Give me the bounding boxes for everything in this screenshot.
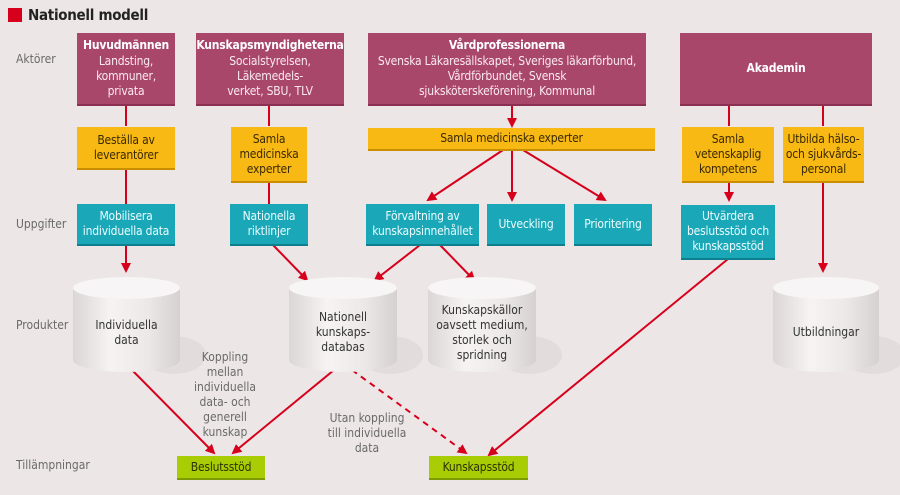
role-line: Samla (711, 131, 745, 146)
task-forvaltning: Förvaltning av kunskapsinnehållet (366, 204, 479, 246)
product-individuella-data: Individuella data (73, 277, 206, 374)
role-line: Utbilda hälso- (787, 131, 860, 146)
actor-head: Vårdprofessionerna (448, 38, 566, 52)
actor-huvudmannen: Huvudmännen Landsting, kommuner, privata (77, 33, 175, 106)
note-utan-koppling: Utan koppling till individuella data (327, 411, 407, 455)
arrow-role3-task3 (426, 149, 504, 202)
role-line: kompetens (699, 161, 757, 176)
application-beslutsstod: Beslutsstöd (177, 456, 265, 480)
row-label-actors: Aktörer (16, 52, 56, 66)
role-line: Samla medicinska experter (440, 131, 583, 145)
actor-line: kommuner, (96, 69, 156, 83)
diagram-title: Nationell modell (8, 5, 148, 25)
role-line: medicinska (239, 146, 299, 161)
product-utbildningar: Utbildningar (773, 277, 900, 374)
actor-kunskapsmyndigheterna: Kunskapsmyndigheterna Socialstyrelsen, L… (196, 33, 344, 106)
task-line: Utvärdera (701, 209, 755, 223)
task-utvardera: Utvärdera beslutsstöd och kunskapsstöd (681, 205, 775, 260)
role-line: personal (800, 161, 847, 176)
role-samla-vetenskaplig-kompetens: Samla vetenskaplig kompetens (682, 127, 774, 183)
arrow-task6-app2 (487, 258, 729, 457)
role-line: Beställa av (97, 132, 155, 147)
title-text: Nationell modell (28, 6, 149, 24)
task-line: Mobilisera (99, 209, 153, 223)
note-koppling: Koppling mellan individuella data- och g… (193, 350, 257, 439)
arrow-product1-app1 (131, 369, 216, 455)
actor-line: Svenska Läkaresällskapet, Sveriges läkar… (377, 54, 637, 68)
task-line: kunskapsinnehållet (372, 224, 473, 238)
task-line: Nationella (242, 209, 296, 223)
task-line: Utveckling (498, 216, 554, 231)
actor-line: Landsting, (98, 54, 154, 68)
actor-head: Huvudmännen (83, 38, 169, 52)
role-utbilda-personal: Utbilda hälso- och sjukvårds- personal (783, 127, 864, 183)
task-utveckling: Utveckling (487, 204, 565, 246)
role-line: vetenskaplig (694, 146, 762, 161)
arrow-role3-task5 (522, 149, 607, 202)
row-label-tasks: Uppgifter (16, 217, 67, 231)
arrow-task3-product2 (373, 244, 421, 282)
product-kunskapskallor: Kunskapskällor oavsett medium, storlek o… (428, 277, 562, 374)
row-label-products: Produkter (16, 318, 69, 332)
task-line: individuella data (82, 224, 170, 238)
role-line: leverantörer (93, 147, 159, 162)
actor-head: Kunskapsmyndigheterna (196, 38, 344, 52)
task-mobilisera-data: Mobilisera individuella data (77, 204, 175, 246)
actor-head: Akademin (746, 60, 806, 75)
product-label: Kunskapskällor oavsett medium, storlek o… (436, 302, 528, 362)
arrow-product2-app2-dashed (351, 369, 468, 455)
role-line: experter (246, 161, 292, 176)
product-nationell-kunskapsdatabas: Nationell kunskaps- databas (289, 277, 423, 374)
role-samla-medicinska-experter-2: Samla medicinska experter (368, 128, 655, 151)
arrow-product2-app1 (231, 369, 335, 455)
product-label: Utbildningar (792, 325, 860, 339)
actor-line: Läkemedels- (236, 69, 304, 83)
title-marker-icon (8, 8, 22, 22)
product-label: Nationell kunskaps- databas (315, 310, 371, 354)
task-prioritering: Prioritering (574, 204, 652, 246)
task-line: beslutsstöd och (687, 224, 769, 238)
actor-line: verket, SBU, TLV (227, 84, 313, 98)
arrow-task3-product3 (439, 244, 476, 282)
arrow-task2-product2 (272, 244, 309, 282)
product-label: Individuella data (95, 317, 158, 347)
actor-line: privata (107, 84, 145, 98)
actor-akademin: Akademin (680, 33, 872, 106)
application-kunskapsstod: Kunskapsstöd (429, 456, 528, 480)
actor-line: Vårdförbundet, Svensk (447, 69, 567, 83)
task-line: Prioritering (584, 216, 642, 231)
task-nationella-riktlinjer: Nationella riktlinjer (230, 204, 308, 246)
actor-line: sjuksköterskeförening, Kommunal (418, 84, 595, 98)
task-line: riktlinjer (247, 224, 291, 238)
task-line: Förvaltning av (385, 209, 460, 223)
task-line: kunskapsstöd (692, 239, 764, 253)
actor-vardprofessionerna: Vårdprofessionerna Svenska Läkaresällska… (368, 33, 646, 106)
role-line: och sjukvårds- (785, 146, 862, 161)
actor-line: Socialstyrelsen, (229, 54, 311, 68)
role-line: Samla (252, 131, 286, 146)
role-samla-medicinska-experter-1: Samla medicinska experter (231, 127, 307, 183)
role-bestalla: Beställa av leverantörer (77, 127, 175, 170)
row-label-applications: Tillämpningar (16, 458, 90, 472)
